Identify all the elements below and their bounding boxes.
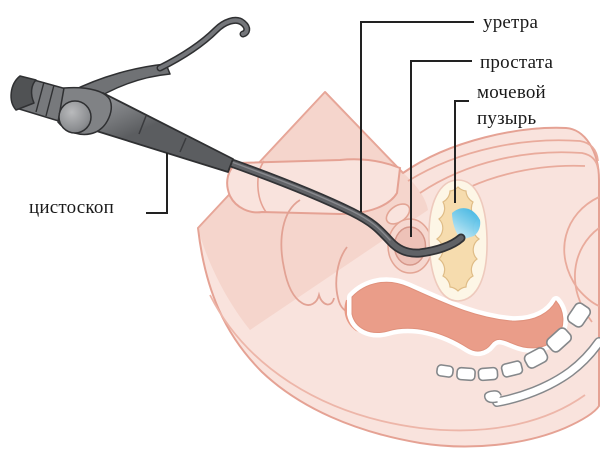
urethra-label: уретра: [483, 12, 539, 33]
sacrum-bones: [436, 302, 592, 382]
neck-ring-lines: [35, 81, 55, 117]
prostate-label: простата: [480, 52, 554, 73]
cystoscope-device: [10, 16, 251, 173]
label-line-prostate: [410, 60, 472, 237]
label-line-cystoscope: [146, 153, 168, 214]
control-cable: [156, 16, 251, 72]
scope-knob: [58, 100, 92, 134]
rectum-shape: [347, 277, 568, 357]
label-line-urethra: [360, 21, 474, 212]
glans-line: [257, 160, 267, 213]
thigh-contour-line: [209, 294, 586, 432]
label-line-bladder: [454, 100, 469, 203]
cystoscope-label: цистоскоп: [29, 197, 114, 218]
bladder-label: мочевой пузырь: [477, 82, 546, 129]
scope-tube: [221, 156, 466, 258]
male-pelvis-cross-section: [197, 91, 600, 448]
light-beam: [452, 208, 481, 240]
coccyx-bone-strip: [483, 337, 600, 407]
eyepiece-cup: [10, 75, 37, 111]
shaft-segment-lines: [138, 115, 187, 153]
